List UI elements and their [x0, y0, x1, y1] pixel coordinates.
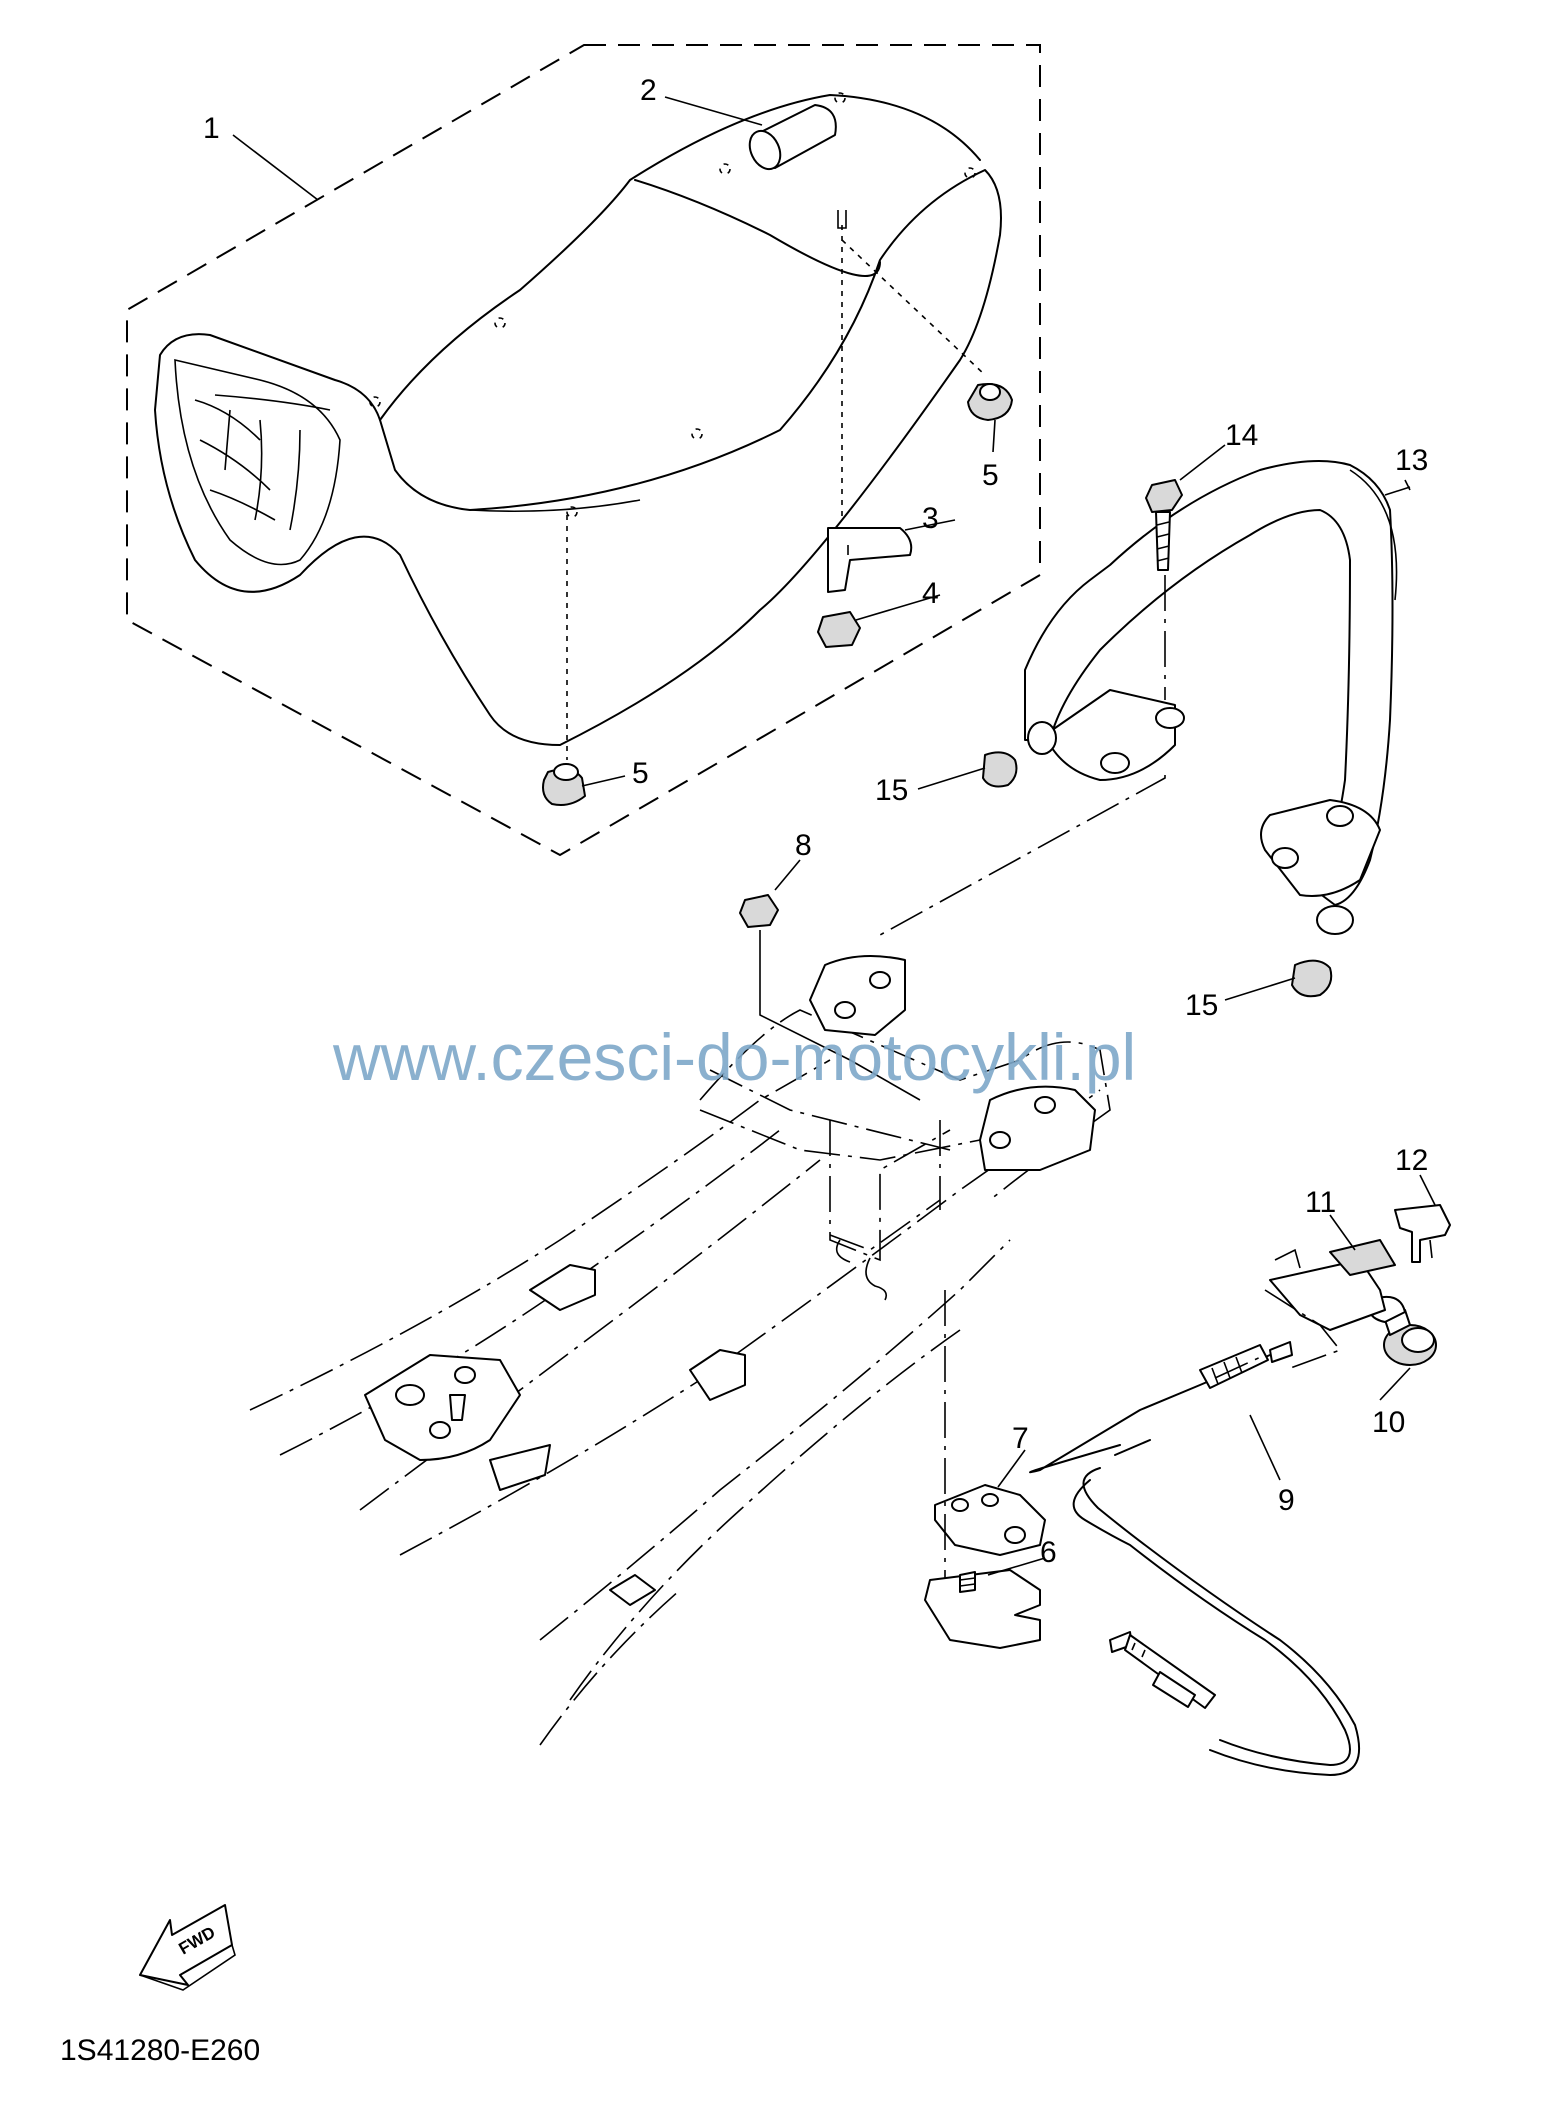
callout-13: 13 — [1395, 444, 1428, 477]
leader-15b — [1224, 977, 1296, 1001]
leader-5a — [992, 419, 996, 453]
leader-6 — [987, 1557, 1046, 1576]
seat-bracket — [827, 527, 913, 593]
leader-10 — [1379, 1367, 1411, 1401]
end-cap-front — [982, 751, 1018, 788]
frame-nut — [739, 894, 779, 928]
leader-8 — [774, 859, 801, 891]
lock-clip — [1394, 1204, 1451, 1263]
leader-7 — [997, 1449, 1026, 1488]
seat-damper-upper — [967, 383, 1013, 421]
leader-15a — [917, 767, 986, 790]
fwd-arrow-icon: FWD — [139, 1904, 236, 1991]
callout-3: 3 — [922, 502, 939, 535]
callout-1: 1 — [203, 112, 220, 145]
callout-6: 6 — [1040, 1536, 1057, 1569]
seat-assembly-boundary — [126, 44, 1041, 857]
callout-12: 12 — [1395, 1144, 1428, 1177]
seat-lock-plate — [934, 1484, 1046, 1556]
seat-lock-bracket — [924, 1569, 1041, 1649]
leader-1 — [232, 134, 319, 201]
callout-15a: 15 — [875, 774, 908, 807]
leader-2 — [664, 96, 763, 126]
leader-13 — [1384, 479, 1411, 496]
callout-4: 4 — [922, 577, 939, 610]
callout-8: 8 — [795, 829, 812, 862]
grab-bar-bolt — [1145, 479, 1183, 571]
callout-5b: 5 — [632, 757, 649, 790]
callout-9: 9 — [1278, 1484, 1295, 1517]
callout-7: 7 — [1012, 1422, 1029, 1455]
rear-frame — [249, 955, 1111, 1746]
callout-15b: 15 — [1185, 989, 1218, 1022]
leader-12 — [1419, 1174, 1436, 1206]
seat-strap — [748, 104, 837, 171]
callout-2: 2 — [640, 74, 657, 107]
callout-11: 11 — [1305, 1186, 1336, 1219]
watermark: www.czesci-do-motocykli.pl — [332, 1020, 1136, 1094]
leader-3 — [904, 519, 956, 531]
callout-10: 10 — [1372, 1406, 1405, 1439]
leader-14 — [1179, 444, 1226, 481]
end-cap-rear — [1291, 959, 1333, 998]
callout-5a: 5 — [982, 459, 999, 492]
flange-nut — [817, 611, 861, 648]
lock-cylinder — [1368, 1296, 1437, 1366]
leader-9 — [1249, 1414, 1281, 1481]
drawing-code: 1S41280-E260 — [60, 2034, 260, 2067]
callout-14: 14 — [1225, 419, 1258, 452]
leader-4 — [855, 594, 941, 621]
leader-11 — [1329, 1214, 1356, 1251]
grab-bar — [1024, 460, 1398, 935]
leader-5b — [581, 775, 626, 787]
seat-lock-cable — [1029, 1341, 1360, 1776]
lock-cover — [1269, 1239, 1396, 1331]
seat — [154, 92, 1002, 746]
seat-damper-lower — [542, 763, 586, 806]
